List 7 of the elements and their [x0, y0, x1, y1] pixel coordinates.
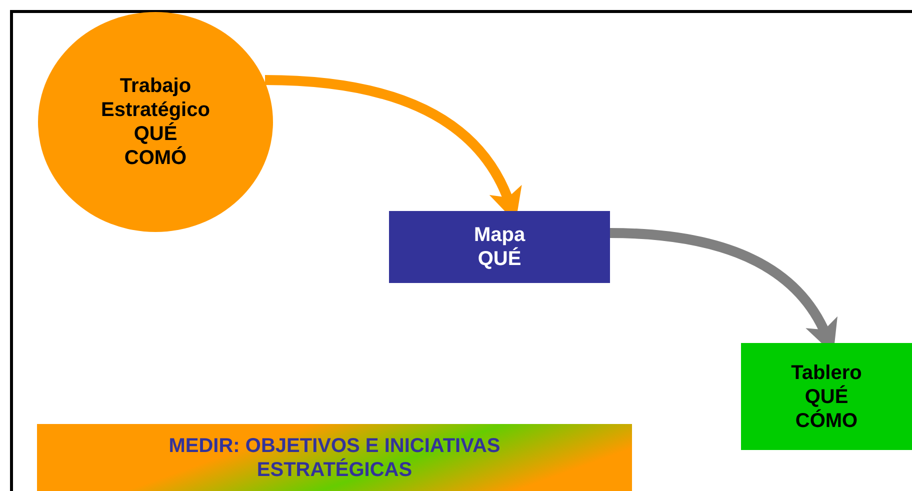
node-label: Trabajo Estratégico QUÉ COMÓ — [100, 74, 211, 170]
process-box — [741, 343, 912, 450]
node-label: Tablero QUÉ CÓMO — [790, 360, 863, 432]
process-box — [389, 211, 610, 283]
node-label: MEDIR: OBJETIVOS E INICIATIVAS ESTRATÉGICAS — [168, 434, 502, 482]
node-label: Mapa QUÉ — [472, 223, 526, 271]
banner-box — [37, 424, 632, 491]
